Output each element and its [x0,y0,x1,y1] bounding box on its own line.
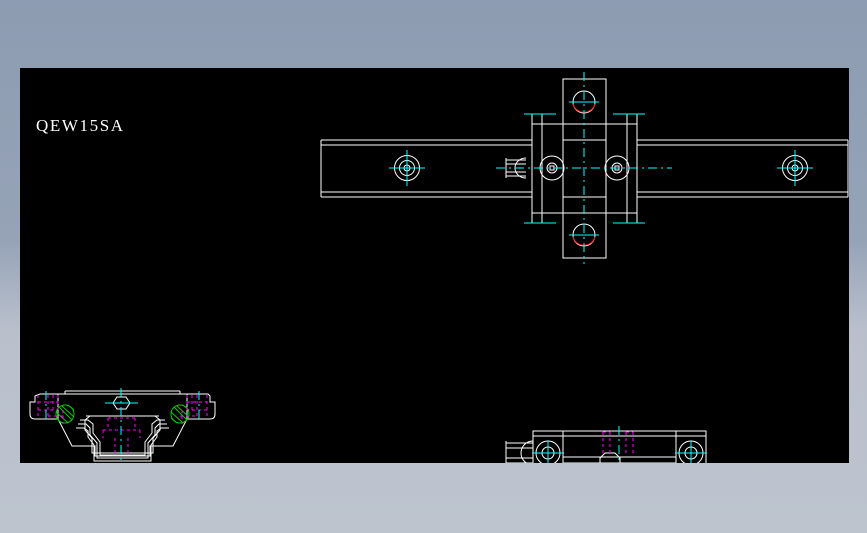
rail-hole-left[interactable] [389,150,425,186]
carriage-section-profile [29,390,216,457]
rail-top-right [637,139,849,198]
rail-hole-right[interactable] [777,150,813,186]
view-side-elevation[interactable] [320,358,849,463]
grease-nipple-side [505,440,534,463]
cad-canvas[interactable] [20,68,849,463]
centerlines-top-view [496,72,672,264]
rail-top-left [320,139,532,198]
ball-bearing-right [170,404,190,424]
hidden-lines-side-block [602,431,634,454]
rail-groove-profile [76,419,169,462]
view-top[interactable] [320,68,849,268]
ball-bearing-left [55,404,75,424]
part-number-label: QEW15SA [36,116,125,135]
hidden-bolts-right [180,395,208,424]
rail-section-profile [84,415,161,454]
view-cross-section[interactable] [20,358,230,463]
recirculation-channel [599,452,640,463]
centerlines-section [45,388,200,463]
side-endcap-hole-right[interactable] [675,440,707,463]
side-endcap-hole-left[interactable] [532,440,564,463]
